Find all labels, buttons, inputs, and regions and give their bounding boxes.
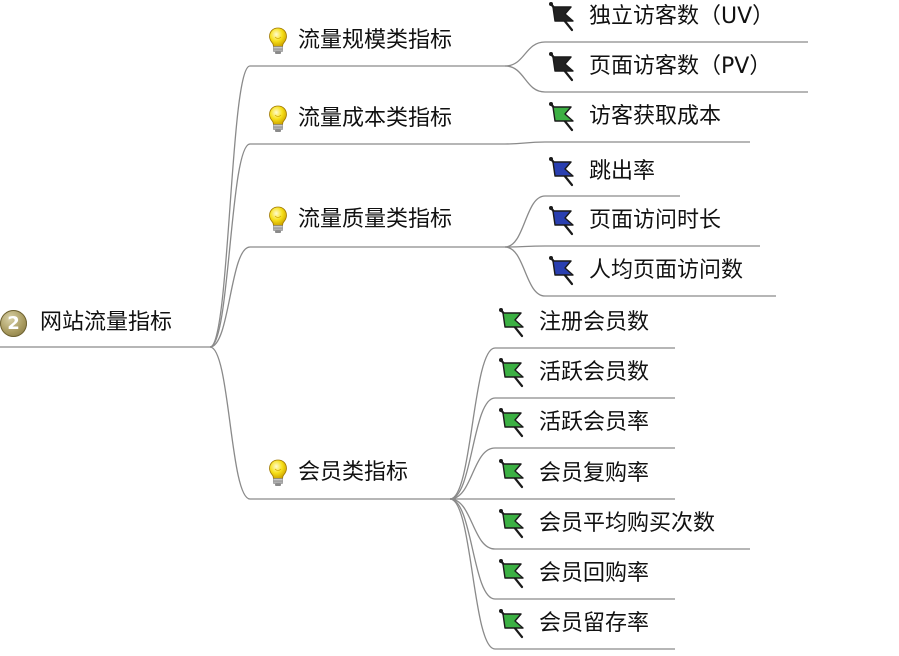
flag-icon: [499, 609, 524, 639]
leaf-label: 页面访客数（PV）: [589, 54, 772, 79]
leaf-label: 会员平均购买次数: [539, 511, 716, 536]
branch-label: 流量质量类指标: [298, 207, 453, 232]
leaf-node-buyback-rate[interactable]: 会员回购率: [495, 557, 649, 591]
branch-node-traffic-scale[interactable]: 流量规模类指标: [268, 24, 452, 58]
flag-icon: [499, 509, 524, 539]
flag-icon: [549, 52, 574, 82]
leaf-label: 跳出率: [589, 159, 656, 184]
flag-icon: [499, 459, 524, 489]
leaf-label: 会员回购率: [539, 561, 650, 586]
branch-node-membership[interactable]: 会员类指标: [268, 456, 408, 490]
flag-icon: [499, 358, 524, 388]
leaf-label: 注册会员数: [539, 310, 650, 335]
leaf-label: 会员留存率: [539, 611, 650, 636]
branch-node-traffic-quality[interactable]: 流量质量类指标: [268, 203, 452, 237]
branch-node-traffic-cost[interactable]: 流量成本类指标: [268, 102, 452, 136]
root-node[interactable]: 2 网站流量指标: [0, 306, 172, 340]
leaf-node-active-members[interactable]: 活跃会员数: [495, 356, 649, 390]
root-label: 网站流量指标: [40, 310, 173, 335]
leaf-node-visit-duration[interactable]: 页面访问时长: [545, 204, 721, 238]
leaf-label: 会员复购率: [539, 461, 650, 486]
leaf-node-active-member-rate[interactable]: 活跃会员率: [495, 406, 649, 440]
leaf-node-bounce-rate[interactable]: 跳出率: [545, 155, 655, 189]
leaf-label: 人均页面访问数: [589, 258, 744, 283]
leaf-label: 活跃会员数: [539, 360, 650, 385]
flag-icon: [499, 408, 524, 438]
leaf-node-uv[interactable]: 独立访客数（UV）: [545, 0, 774, 34]
leaf-node-acquisition-cost[interactable]: 访客获取成本: [545, 100, 721, 134]
bulb-icon: [268, 459, 288, 487]
leaf-node-pv[interactable]: 页面访客数（PV）: [545, 50, 771, 84]
leaf-node-avg-purchase-count[interactable]: 会员平均购买次数: [495, 507, 715, 541]
leaf-node-pages-per-visitor[interactable]: 人均页面访问数: [545, 254, 743, 288]
leaf-node-registered-members[interactable]: 注册会员数: [495, 306, 649, 340]
flag-icon: [549, 157, 574, 187]
bulb-icon: [268, 105, 288, 133]
leaf-node-retention-rate[interactable]: 会员留存率: [495, 607, 649, 641]
flag-icon: [499, 308, 524, 338]
priority-2-badge: 2: [0, 309, 27, 337]
leaf-label: 活跃会员率: [539, 410, 650, 435]
leaf-node-repurchase-rate[interactable]: 会员复购率: [495, 457, 649, 491]
leaf-label: 独立访客数（UV）: [589, 4, 775, 29]
flag-icon: [549, 2, 574, 32]
flag-icon: [549, 206, 574, 236]
leaf-label: 页面访问时长: [589, 208, 722, 233]
leaf-label: 访客获取成本: [589, 104, 722, 129]
bulb-icon: [268, 27, 288, 55]
flag-icon: [549, 256, 574, 286]
flag-icon: [549, 102, 574, 132]
branch-label: 流量成本类指标: [298, 106, 453, 131]
branch-label: 会员类指标: [298, 460, 409, 485]
bulb-icon: [268, 206, 288, 234]
branch-label: 流量规模类指标: [298, 28, 453, 53]
flag-icon: [499, 559, 524, 589]
